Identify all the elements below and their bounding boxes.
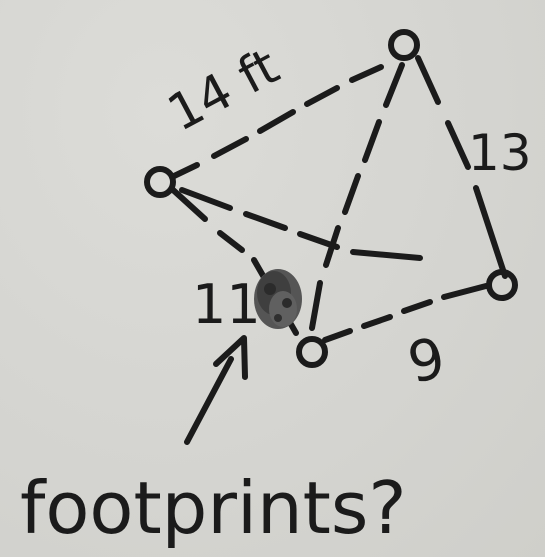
vertex-top [388, 29, 420, 61]
diagonal-top-to-bottom [309, 62, 405, 331]
arrow-shaft [184, 356, 234, 445]
edge-label-bottom-right: 9 [402, 326, 450, 397]
footprints-blob [254, 269, 302, 329]
edge-top [169, 64, 384, 180]
edge-bottom [322, 283, 489, 343]
edge-label-right: 13 [468, 124, 532, 182]
vertex-right [486, 269, 518, 301]
footprints-annotation: footprints? [20, 466, 407, 550]
vertex-left [144, 166, 176, 198]
arrow-head [213, 335, 248, 380]
diagonal-left-to-right [179, 187, 423, 261]
vertex-bottom [296, 336, 328, 368]
edge-label-left: 11 [192, 273, 261, 336]
edge-right [415, 55, 508, 279]
